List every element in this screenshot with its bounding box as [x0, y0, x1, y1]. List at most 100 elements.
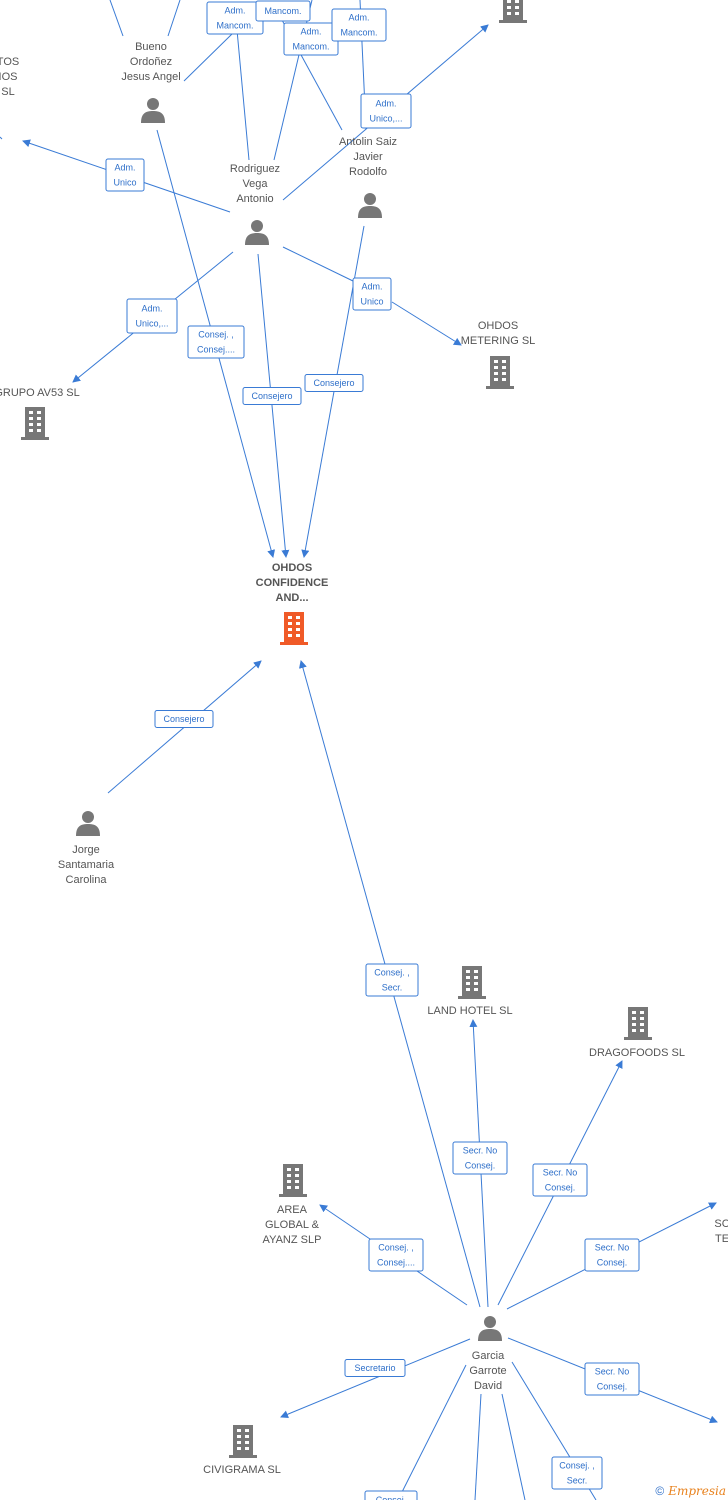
company-node-right_partial[interactable]: SC TE — [714, 1218, 728, 1245]
edge-line — [280, 1338, 471, 1419]
node-label: AREA — [277, 1204, 308, 1216]
node-label: AYANZ SLP — [263, 1234, 322, 1246]
node-label: GRUPO AV53 SL — [0, 387, 80, 399]
relation-label-text: Consej. , — [198, 330, 234, 340]
relation-label[interactable]: Adm.Unico,... — [360, 93, 412, 129]
company-node-top_company[interactable] — [499, 0, 527, 23]
relation-label[interactable]: Consejero — [304, 374, 364, 392]
relation-label[interactable]: Adm.Unico — [105, 158, 145, 192]
node-label: GLOBAL & — [265, 1219, 320, 1231]
node-label: Rodriguez — [230, 163, 280, 175]
relation-label-text: Secr. No — [595, 1367, 630, 1377]
relation-label[interactable]: Adm. Unico — [352, 277, 392, 311]
relation-label[interactable]: Consejero — [154, 710, 214, 728]
relation-label-text: Unico,... — [135, 319, 168, 329]
node-label: Bueno — [135, 41, 167, 53]
node-label: OHDOS — [272, 562, 312, 574]
relation-label-text: Mancom. — [216, 21, 253, 31]
relation-label-text: Mancom. — [292, 42, 329, 52]
relation-label-text: Consej. — [376, 1495, 407, 1500]
node-label: Javier — [353, 151, 383, 163]
company-node-civi[interactable]: CIVIGRAMA SL — [203, 1425, 281, 1476]
company-node-ohdos_conf[interactable]: OHDOS CONFIDENCE AND... — [256, 562, 329, 645]
relation-label[interactable]: Adm.Unico,... — [126, 298, 178, 334]
relation-label-text: Unico — [113, 178, 136, 188]
node-label: CONFIDENCE — [256, 577, 329, 589]
relation-label[interactable]: Adm.Mancom. — [331, 8, 387, 42]
relation-label[interactable]: Consej. , Consej.... — [368, 1238, 424, 1272]
relation-label-text: Secr. No — [543, 1168, 578, 1178]
relation-label-text: Consej. — [465, 1161, 496, 1171]
relation-label-text: Secr. — [567, 1476, 588, 1486]
company-node-grupo[interactable]: GRUPO AV53 SL — [0, 387, 80, 440]
relation-label[interactable]: Adm.Mancom. — [283, 22, 339, 56]
relation-label[interactable]: Secretario — [344, 1359, 406, 1377]
relation-label[interactable]: Mancom. — [255, 0, 311, 22]
relation-label[interactable]: Consej. , Secr. — [551, 1456, 603, 1490]
node-label: AND... — [276, 592, 309, 604]
relation-label-text: Mancom. — [264, 6, 301, 16]
building-icon — [458, 966, 486, 999]
relation-label-text: Adm. — [375, 99, 396, 109]
node-label: Rodolfo — [349, 166, 387, 178]
edge-line — [391, 301, 462, 346]
relation-label-text: Consej. — [597, 1258, 628, 1268]
building-icon — [21, 407, 49, 440]
node-label: SC — [714, 1218, 728, 1230]
node-label: Jesus Angel — [121, 71, 180, 83]
building-icon — [486, 356, 514, 389]
edge-line — [257, 253, 290, 558]
node-label: Antonio — [236, 193, 273, 205]
node-label: Carolina — [66, 874, 108, 886]
building-icon — [280, 612, 308, 645]
person-icon — [245, 220, 269, 245]
relation-label-text: Consej. , — [559, 1461, 595, 1471]
node-label: TOS — [0, 56, 19, 68]
relation-label-text: Consej. , — [378, 1243, 414, 1253]
node-label: LAND HOTEL SL — [427, 1005, 512, 1017]
company-node-left_partial[interactable]: TOS IOS SL — [0, 56, 19, 98]
relation-label-text: Adm. — [361, 282, 382, 292]
company-node-land[interactable]: LAND HOTEL SL — [427, 966, 513, 1017]
relation-label-text: Consej.... — [197, 345, 235, 355]
node-label: METERING SL — [461, 335, 536, 347]
edge-line — [282, 246, 354, 282]
building-icon — [229, 1425, 257, 1458]
node-label: CIVIGRAMA SL — [203, 1464, 281, 1476]
relation-label-text: Secretario — [354, 1363, 395, 1373]
relation-label[interactable]: Adm.Mancom. — [206, 1, 264, 35]
relation-label[interactable]: Consejero — [242, 387, 302, 405]
node-label: SL — [1, 86, 14, 98]
copyright-icon: © — [655, 1484, 665, 1498]
relation-labels-layer: Adm.Mancom.Mancom.Adm.Mancom.Adm.Mancom.… — [105, 0, 640, 1500]
node-label: Vega — [242, 178, 268, 190]
node-label: Garrote — [469, 1365, 506, 1377]
relation-label[interactable]: Consej. , Consej.... — [187, 325, 245, 359]
relation-label-text: Unico — [360, 297, 383, 307]
relation-label-text: Consej.... — [377, 1258, 415, 1268]
relation-label-text: Consejero — [163, 714, 204, 724]
company-node-drago[interactable]: DRAGOFOODS SL — [589, 1007, 685, 1059]
node-label: TE — [715, 1233, 728, 1245]
person-icon — [76, 811, 100, 836]
node-label: David — [474, 1380, 502, 1392]
relation-label[interactable]: Consej. ,Secr. — [365, 963, 419, 997]
company-node-area[interactable]: AREA GLOBAL & AYANZ SLP — [263, 1164, 322, 1246]
brand-logo[interactable]: Empresia — [668, 1484, 726, 1498]
edge-line — [236, 29, 250, 161]
node-label: IOS — [0, 71, 17, 83]
node-label: Ordoñez — [130, 56, 172, 68]
node-label: Santamaria — [58, 859, 115, 871]
relation-label[interactable]: Consej. — [364, 1490, 418, 1500]
